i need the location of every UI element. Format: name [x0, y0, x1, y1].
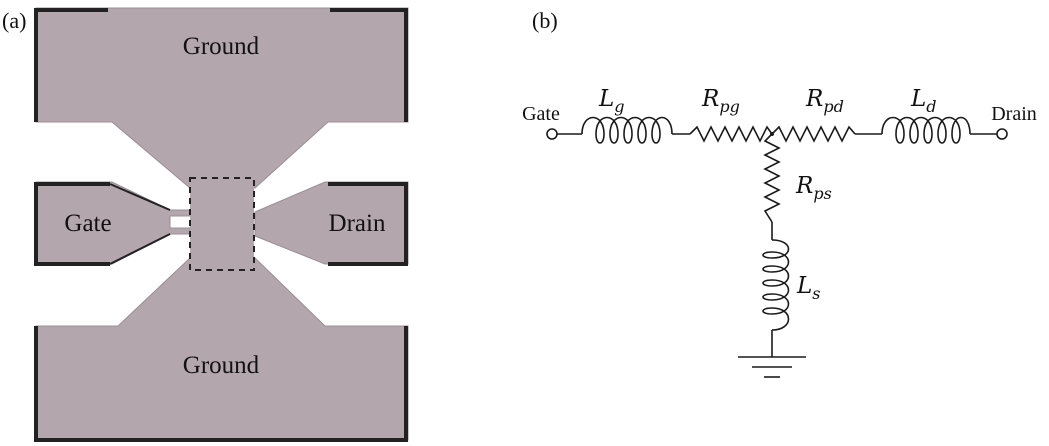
label-rpg: Rpg — [701, 86, 740, 116]
resistor-rpg — [689, 125, 773, 143]
label-rps: Rps — [795, 173, 832, 203]
dashed-reference-plane — [189, 177, 255, 271]
drain-terminal-label: Drain — [991, 103, 1037, 125]
ground-bottom-label: Ground — [183, 352, 260, 379]
label-ls: Ls — [796, 273, 821, 303]
resistor-rpd — [771, 125, 856, 143]
label-rpd: Rpd — [805, 86, 844, 116]
ground-bottom-outline — [34, 326, 408, 442]
inductor-ls — [762, 239, 790, 331]
inductor-lg — [581, 116, 673, 144]
label-ld: Ld — [910, 86, 937, 116]
ground-top-outline-right — [330, 8, 408, 122]
gate-terminal — [546, 128, 558, 140]
panel-a-label: (a) — [2, 8, 26, 33]
equivalent-circuit: Gate Drain Lg Rpg Rpd Ld — [522, 86, 1037, 378]
ground-top-label: Ground — [183, 33, 260, 60]
gate-pad — [35, 181, 191, 265]
gate-terminal-label: Gate — [522, 103, 560, 125]
drain-terminal — [996, 128, 1008, 140]
device-active-area — [190, 178, 254, 270]
resistor-rps — [763, 133, 781, 223]
ground-pad-bottom — [35, 257, 409, 441]
label-lg: Lg — [598, 86, 625, 116]
inductor-ld — [881, 116, 971, 144]
panel-b-label: (b) — [532, 8, 558, 33]
ground-top-outline — [34, 8, 108, 122]
gate-pad-label: Gate — [64, 210, 111, 237]
drain-pad-label: Drain — [329, 210, 386, 237]
gate-pad-outline — [34, 182, 110, 266]
device-layout: Ground Ground Gate Drain — [34, 7, 409, 442]
drain-pad-outline — [328, 182, 408, 266]
ground-symbol — [738, 356, 806, 378]
